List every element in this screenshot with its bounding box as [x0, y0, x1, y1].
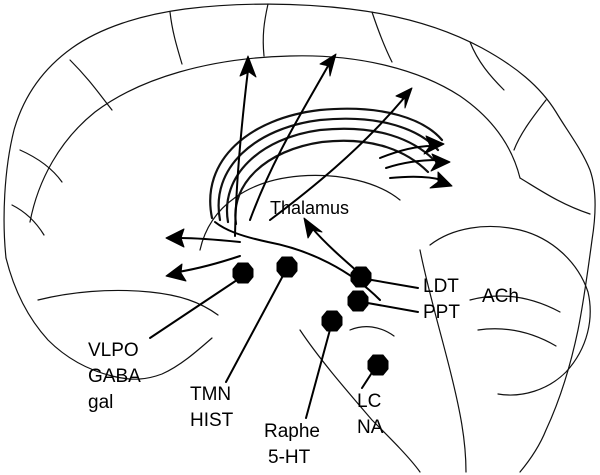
- leader-tmn: [226, 270, 286, 382]
- sulcus-2: [170, 12, 182, 64]
- sulcus-7: [20, 150, 62, 182]
- diagram-labels: Thalamus LDT ACh PPT VLPO GABA gal TMN H…: [88, 198, 519, 468]
- label-ldt: LDT: [423, 276, 459, 297]
- nucleus-lc: [368, 355, 388, 375]
- sulcus-8: [12, 205, 44, 235]
- arrowhead-vertex: [320, 54, 336, 76]
- label-tmn: TMN: [190, 384, 231, 405]
- label-lc: LC: [357, 391, 381, 412]
- label-gaba: GABA: [88, 366, 141, 387]
- leader-ppt: [362, 302, 418, 312]
- sulcus-5: [470, 42, 504, 90]
- nucleus-raphe: [322, 311, 342, 331]
- pathway-to-forebrain-2: [178, 256, 240, 272]
- sulcus-6: [514, 100, 546, 150]
- nucleus-tmn: [277, 257, 297, 277]
- label-ach: ACh: [482, 286, 519, 307]
- label-na: NA: [357, 417, 384, 438]
- leader-ldt: [366, 279, 418, 288]
- pathway-main: [215, 222, 380, 300]
- sulcus-1: [70, 60, 112, 110]
- label-vlpo: VLPO: [88, 340, 139, 361]
- nucleus-ldt: [351, 267, 371, 287]
- label-hist: HIST: [190, 410, 234, 431]
- sulcus-3: [263, 4, 268, 56]
- nucleus-ppt: [348, 291, 368, 311]
- ascending-pathways: [166, 54, 452, 300]
- label-gal: gal: [88, 392, 113, 413]
- pathway-to-forebrain-1: [180, 238, 240, 242]
- arrowhead-occipital-3: [430, 172, 452, 188]
- pathway-to-occipital-2: [386, 160, 438, 168]
- leader-raphe: [306, 326, 331, 418]
- label-raphe: Raphe: [264, 421, 320, 442]
- label-ppt: PPT: [423, 302, 460, 323]
- calcarine-sulcus: [520, 178, 590, 214]
- label-5ht: 5-HT: [268, 447, 311, 468]
- leader-lc: [362, 368, 375, 388]
- nuclei: [233, 257, 388, 375]
- label-thalamus: Thalamus: [270, 198, 349, 218]
- sulcus-4: [372, 12, 392, 62]
- pons-contour: [350, 327, 394, 336]
- arrowhead-forebrain-1: [166, 229, 184, 247]
- pathway-to-occipital-3: [390, 177, 442, 180]
- arrowhead-forebrain-2: [166, 264, 186, 281]
- leader-vlpo: [150, 276, 243, 338]
- arrowhead-occipital-2: [431, 154, 450, 171]
